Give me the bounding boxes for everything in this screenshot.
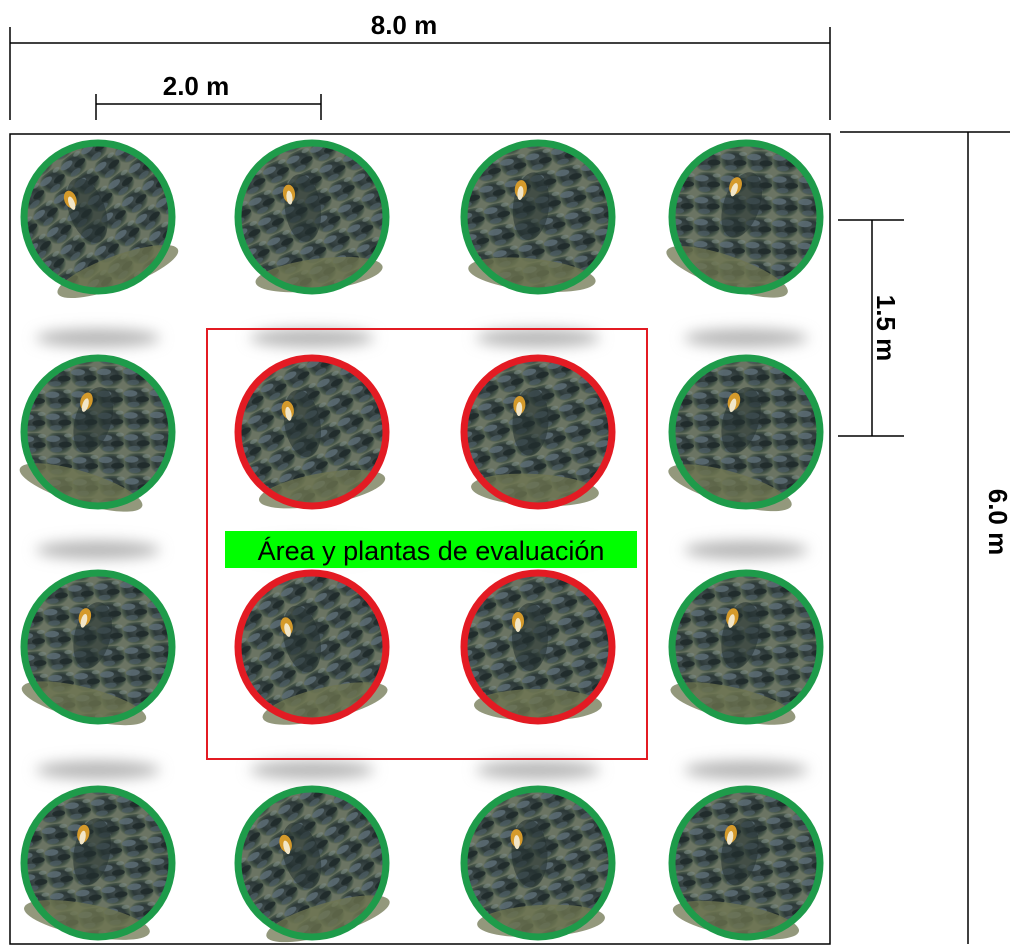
evaluation-plant [225,560,399,736]
plot-width-dimension: 8.0 m [9,10,831,120]
evaluation-plant-ring [234,569,390,725]
border-plant-ring [234,139,390,295]
border-plant [656,342,836,523]
plot-border [9,133,831,945]
plot-height-label: 6.0 m [983,489,1013,556]
plant-spacing-dimension: 2.0 m [95,71,322,120]
plant-foliage-icon [228,348,396,518]
border-plant-ring [234,785,390,941]
plant-foliage-icon [5,124,191,312]
plant-foliage-icon [662,779,830,949]
row-shadow [684,761,808,779]
row-spacing-dimension: 1.5 m [838,219,904,437]
border-plant [7,342,188,524]
row-shadow [36,329,160,347]
border-plant-ring [20,139,176,295]
border-plant [5,124,191,312]
plot-width-label: 8.0 m [371,10,438,40]
border-plant-ring [668,354,824,510]
border-plant [222,773,402,950]
plant-foliage-icon [13,778,183,950]
row-shadow [36,761,160,779]
border-plant-ring [668,785,824,941]
evaluation-plant [228,348,396,518]
border-plant [460,785,616,941]
border-plant-ring [460,139,616,295]
plant-foliage-icon [458,137,618,299]
border-plant-ring [668,569,824,725]
plant-foliage-icon [656,342,836,523]
plant-foliage-icon [659,560,833,736]
plant-foliage-icon [7,342,188,524]
plant-grid [5,124,838,950]
evaluation-area-label: Área y plantas de evaluación [258,536,605,566]
border-plant [653,125,838,311]
border-plant-ring [20,569,176,725]
border-plant-ring [668,139,824,295]
evaluation-area-label-group: Área y plantas de evaluación [225,531,637,568]
plant-foliage-icon [10,559,186,737]
evaluation-plant-ring [460,354,616,510]
border-plant-ring [20,354,176,510]
plant-spacing-label: 2.0 m [163,71,230,101]
border-plant [231,136,393,300]
row-shadow [684,541,808,559]
border-plant [10,559,186,737]
row-shadow [250,761,374,779]
plot-height-dimension: 6.0 m [840,131,1013,944]
row-spacing-label: 1.5 m [871,295,901,362]
row-shadow [36,541,160,559]
border-plant [659,560,833,736]
plant-foliage-icon [222,773,402,950]
border-plant-ring [460,785,616,941]
evaluation-area-label-background [225,531,637,568]
row-shadow [684,329,808,347]
evaluation-area-border [206,328,648,760]
border-plant [13,778,183,950]
plant-foliage-icon [231,136,393,300]
border-plant-ring [20,785,176,941]
plant-foliage-icon [225,560,399,736]
row-shadow [476,761,600,779]
row-shadow [476,329,600,347]
evaluation-plant-ring [234,354,390,510]
evaluation-plant [460,569,616,725]
border-plant [662,779,830,949]
evaluation-plant-ring [460,569,616,725]
plant-foliage-icon [653,125,838,311]
evaluation-plant [460,354,616,510]
border-plant [458,137,618,299]
row-shadow [250,329,374,347]
